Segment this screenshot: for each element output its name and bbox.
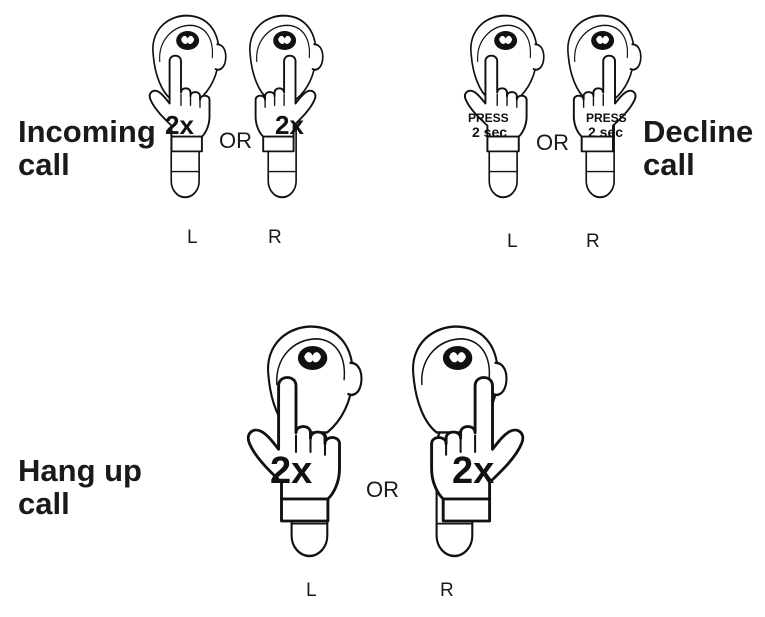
- decline-call-section: PRESS 2 sec PRESS 2 sec OR Decline call …: [463, 14, 753, 252]
- decline-or: OR: [536, 130, 569, 155]
- incoming-right-gesture: 2x: [275, 110, 304, 140]
- hangup-left-gesture: 2x: [270, 450, 312, 492]
- hangup-or: OR: [366, 477, 399, 502]
- incoming-left-label: L: [187, 227, 198, 248]
- hangup-title-line2: call: [18, 486, 70, 521]
- incoming-or: OR: [219, 128, 252, 153]
- decline-left-press-line2: 2 sec: [472, 124, 507, 140]
- decline-left-press-line1: PRESS: [468, 111, 509, 125]
- hang-up-call-section: Hang up call 2x 2x OR L R: [18, 325, 525, 601]
- incoming-call-section: Incoming call 2x 2x OR L R: [18, 14, 324, 248]
- decline-left-label: L: [507, 231, 518, 252]
- hangup-right-label: R: [440, 580, 454, 601]
- incoming-left-gesture: 2x: [165, 110, 194, 140]
- decline-right-label: R: [586, 231, 600, 252]
- hangup-title-line1: Hang up: [18, 453, 142, 488]
- decline-title-line2: call: [643, 147, 695, 182]
- incoming-title-line1: Incoming: [18, 114, 156, 149]
- decline-title-line1: Decline: [643, 114, 753, 149]
- decline-right-press-line1: PRESS: [586, 111, 627, 125]
- incoming-title-line2: call: [18, 147, 70, 182]
- decline-right-press-line2: 2 sec: [588, 124, 623, 140]
- hangup-right-gesture: 2x: [452, 450, 494, 492]
- incoming-right-label: R: [268, 227, 282, 248]
- hangup-left-label: L: [306, 580, 317, 601]
